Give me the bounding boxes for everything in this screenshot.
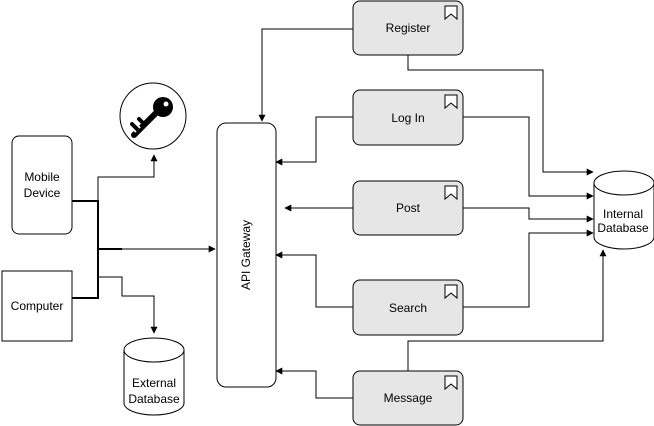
edge-register-to-internal-db bbox=[407, 55, 594, 176]
edge-clients-to-key bbox=[97, 154, 158, 201]
bookmark-icon bbox=[444, 5, 458, 21]
edge-login-to-internal-db bbox=[463, 116, 594, 200]
mobile-device-label-line1: Mobile bbox=[24, 170, 60, 184]
client-trunk-line bbox=[72, 200, 99, 299]
edge-login-to-gateway bbox=[275, 116, 353, 166]
search-label: Search bbox=[389, 301, 427, 315]
edge-message-to-internal-db bbox=[407, 249, 607, 371]
external-database-label-line2: Database bbox=[128, 392, 180, 406]
internal-database-node[interactable]: Internal Database bbox=[593, 170, 654, 250]
edge-search-to-internal-db bbox=[463, 229, 594, 308]
computer-label: Computer bbox=[11, 299, 64, 313]
login-label: Log In bbox=[391, 111, 424, 125]
bookmark-icon bbox=[444, 284, 458, 300]
mobile-device-label-line2: Device bbox=[24, 186, 61, 200]
bookmark-icon bbox=[444, 94, 458, 110]
message-service-node[interactable]: Message bbox=[352, 370, 464, 426]
external-database-label-line1: External bbox=[132, 376, 176, 390]
key-icon bbox=[119, 82, 187, 150]
post-service-node[interactable]: Post bbox=[352, 180, 464, 236]
message-label: Message bbox=[384, 391, 433, 405]
mobile-device-node[interactable]: Mobile Device bbox=[11, 135, 73, 235]
edge-post-to-internal-db bbox=[463, 207, 594, 223]
internal-database-label-line1: Internal bbox=[603, 207, 643, 221]
edges bbox=[72, 28, 607, 399]
edge-register-to-gateway bbox=[258, 28, 353, 122]
internal-database-label-line2: Database bbox=[597, 221, 649, 235]
edge-search-to-gateway bbox=[275, 251, 353, 308]
register-service-node[interactable]: Register bbox=[352, 0, 464, 56]
bookmark-icon bbox=[444, 375, 458, 391]
register-label: Register bbox=[386, 21, 431, 35]
edge-message-to-gateway bbox=[275, 367, 353, 399]
edge-clients-to-external-db bbox=[98, 276, 158, 334]
post-label: Post bbox=[396, 201, 421, 215]
computer-node[interactable]: Computer bbox=[1, 270, 73, 342]
login-service-node[interactable]: Log In bbox=[352, 89, 464, 146]
external-database-node[interactable]: External Database bbox=[123, 337, 185, 416]
api-gateway-label: API Gateway bbox=[239, 220, 253, 290]
search-service-node[interactable]: Search bbox=[352, 279, 464, 336]
bookmark-icon bbox=[444, 185, 458, 201]
api-gateway-node[interactable]: API Gateway bbox=[216, 122, 277, 388]
